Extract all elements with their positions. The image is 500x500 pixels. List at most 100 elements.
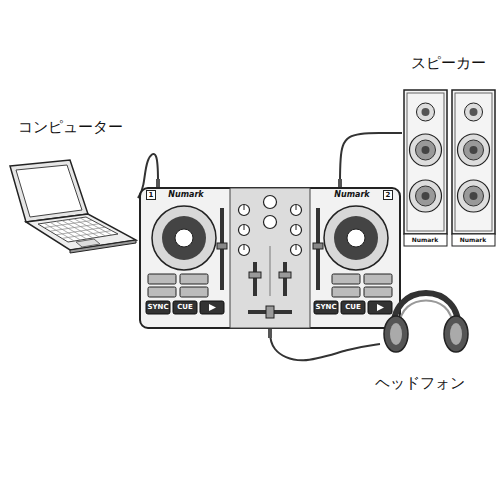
knob-pointer <box>244 245 245 250</box>
speaker-cabinet <box>404 90 447 234</box>
device-illustration <box>380 282 472 362</box>
knob-pointer <box>296 205 297 210</box>
pad <box>332 274 360 284</box>
controller-housing <box>140 188 400 328</box>
laptop-screen <box>16 165 82 217</box>
channel-fader-cap <box>249 272 261 278</box>
deck-number: 2 <box>383 190 394 200</box>
channel-fader-cap <box>279 272 291 278</box>
laptop-keyboard <box>38 217 118 242</box>
jog-top <box>162 216 206 260</box>
key-column <box>74 219 106 236</box>
eq-knob <box>239 225 250 236</box>
pitch-cap <box>217 243 227 249</box>
woofer <box>458 134 490 166</box>
knob-pointer <box>244 205 245 210</box>
brand-name: Numark <box>412 236 439 243</box>
woofer-cone <box>416 186 436 206</box>
dj-controller: NumarkNumark12SYNCCUESYNCCUE <box>140 188 400 328</box>
knob-pointer <box>296 225 297 230</box>
device-label: コンピューター <box>18 118 123 136</box>
pitch-cap <box>313 243 323 249</box>
tweeter <box>465 103 483 121</box>
device-illustration <box>402 88 497 253</box>
device-label: スピーカー <box>411 54 486 72</box>
play-symbol <box>209 304 216 311</box>
ear-cup <box>384 316 408 352</box>
woofer <box>458 180 490 212</box>
woofer-cap <box>470 192 478 200</box>
deck-button <box>341 301 365 314</box>
channel-fader-slot <box>283 262 287 296</box>
woofer-cone <box>416 140 436 160</box>
device-label: ヘッドフォン <box>375 374 465 392</box>
device-illustration <box>8 160 138 252</box>
rca-plug <box>338 179 342 188</box>
master-knob <box>264 196 277 209</box>
deck-button <box>200 301 224 314</box>
laptop-edge <box>70 240 136 253</box>
laptop-lid <box>10 160 88 222</box>
headband-pad <box>400 301 452 327</box>
button-label: SYNC <box>315 303 336 311</box>
jog-wheel <box>324 206 388 270</box>
speakers: スピーカーNumarkNumark <box>402 88 497 253</box>
headphones: ヘッドフォン <box>380 282 472 362</box>
pad <box>364 287 392 297</box>
button-label: CUE <box>177 303 193 311</box>
jog-logo <box>347 229 365 247</box>
ear-cup-cover <box>450 323 462 345</box>
speaker-cabinet <box>452 90 495 234</box>
knob-pointer <box>244 225 245 230</box>
woofer <box>410 180 442 212</box>
pad <box>180 287 208 297</box>
key-column <box>62 221 93 239</box>
key-column <box>80 218 112 235</box>
speaker-front <box>455 93 492 231</box>
pad <box>180 274 208 284</box>
eq-knob <box>239 205 250 216</box>
eq-knob <box>291 225 302 236</box>
woofer-cap <box>470 146 478 154</box>
jog-logo <box>175 229 193 247</box>
woofer <box>410 134 442 166</box>
key-column <box>68 220 99 237</box>
eq-knob <box>291 205 302 216</box>
key-column <box>50 222 81 240</box>
tweeter <box>417 103 435 121</box>
speaker-front <box>407 93 444 231</box>
jog-top <box>334 216 378 260</box>
knob-pointer <box>296 245 297 250</box>
cable <box>340 133 402 188</box>
jog-wheel <box>152 206 216 270</box>
master-knob <box>264 216 277 229</box>
ear-cup-cover <box>390 323 402 345</box>
computer: コンピューター <box>8 160 138 252</box>
deck-button <box>173 301 197 314</box>
brand-name: Numark <box>460 236 487 243</box>
speaker-base <box>404 234 447 246</box>
brand-name: Numark <box>168 190 203 200</box>
tweeter-dome <box>422 108 430 116</box>
pad <box>364 274 392 284</box>
channel-fader-slot <box>253 262 257 296</box>
key-column <box>44 223 74 241</box>
key-column <box>56 221 87 239</box>
deck-button <box>368 301 392 314</box>
deck-button <box>146 301 170 314</box>
ear-cup <box>444 316 468 352</box>
button-label: CUE <box>345 303 361 311</box>
pad <box>148 274 176 284</box>
button-label: SYNC <box>147 303 168 311</box>
eq-knob <box>239 245 250 256</box>
tweeter-dome <box>470 108 478 116</box>
woofer-cap <box>422 146 430 154</box>
cable <box>270 328 380 360</box>
usb-plug <box>156 179 160 188</box>
woofer-cap <box>422 192 430 200</box>
vu-meter <box>269 246 271 296</box>
brand-name: Numark <box>334 190 369 200</box>
woofer-cone <box>464 140 484 160</box>
pad <box>332 287 360 297</box>
headphone-plug <box>268 328 272 338</box>
